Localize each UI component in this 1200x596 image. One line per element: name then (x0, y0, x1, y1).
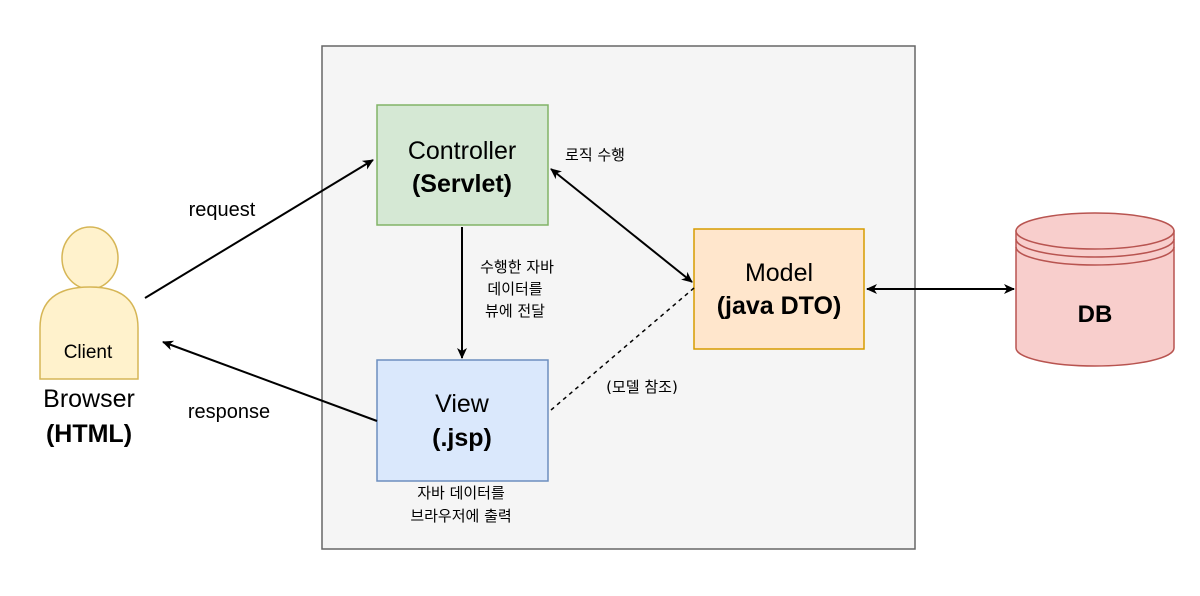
db-label: DB (1078, 301, 1113, 328)
response-label: response (188, 401, 270, 423)
model-box (693, 228, 865, 350)
db-node: DB (1015, 212, 1175, 367)
browser-subtitle: (HTML) (46, 420, 132, 448)
view-note-line2: 브라우저에 출력 (410, 507, 511, 525)
request-arrow (144, 159, 374, 299)
logic-label: 로직 수행 (565, 146, 625, 164)
user-icon (39, 226, 139, 380)
model-subtitle: (java DTO) (717, 292, 842, 320)
response-arrow (162, 340, 378, 422)
client-label: Client (64, 342, 113, 363)
view-note-line1: 자바 데이터를 (417, 484, 505, 502)
transfer-label-line3: 뷰에 전달 (485, 302, 545, 320)
controller-node: Controller (Servlet) (376, 104, 549, 226)
view-box (376, 359, 549, 482)
view-subtitle: (.jsp) (432, 424, 492, 452)
controller-box (376, 104, 549, 226)
transfer-label-line2: 데이터를 (487, 280, 542, 298)
transfer-label-line1: 수행한 자바 (480, 258, 554, 276)
controller-subtitle: (Servlet) (412, 170, 512, 198)
model-title: Model (745, 259, 813, 287)
client-actor: Client Browser (HTML) (39, 226, 139, 448)
model-node: Model (java DTO) (693, 228, 865, 350)
controller-title: Controller (408, 137, 516, 165)
view-node: View (.jsp) (376, 359, 549, 482)
model-reference-label: (모델 참조) (606, 378, 678, 396)
request-label: request (189, 199, 256, 221)
controller-model-arrow (550, 168, 693, 283)
view-title: View (435, 390, 490, 418)
database-icon (1015, 212, 1175, 367)
browser-title: Browser (43, 385, 135, 413)
